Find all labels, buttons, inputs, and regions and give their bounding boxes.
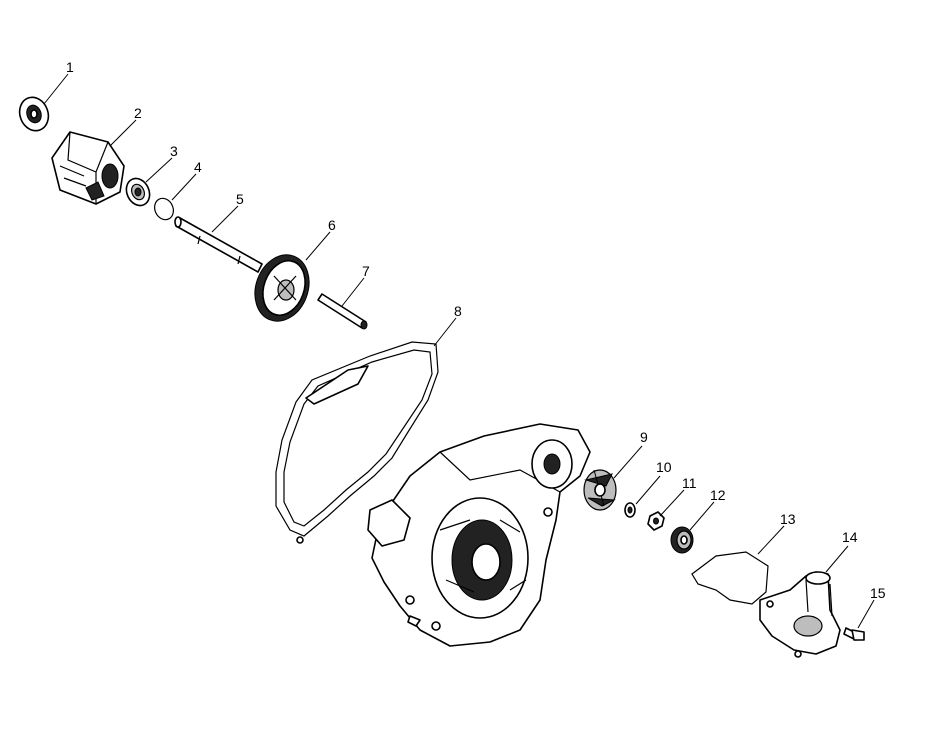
part-7-pin xyxy=(317,293,368,330)
callout-13: 13 xyxy=(780,511,796,527)
part-14-pump-cover xyxy=(759,571,841,658)
part-12-seal xyxy=(670,526,694,554)
callout-7: 7 xyxy=(362,263,370,279)
callout-2: 2 xyxy=(134,105,142,121)
callout-12: 12 xyxy=(710,487,726,503)
callout-15: 15 xyxy=(870,585,886,601)
part-4-snap-ring xyxy=(154,197,174,221)
callout-10: 10 xyxy=(656,459,672,475)
callout-8: 8 xyxy=(454,303,462,319)
part-13-o-ring xyxy=(691,551,769,605)
leader-lines xyxy=(43,73,875,629)
engine-cover xyxy=(367,423,591,647)
callout-6: 6 xyxy=(328,217,336,233)
callout-labels: 1 2 3 4 5 6 7 8 9 10 11 12 13 14 15 xyxy=(66,59,886,601)
callout-14: 14 xyxy=(842,529,858,545)
part-1-nut xyxy=(18,96,50,132)
part-15-bolt xyxy=(843,627,865,641)
part-2-housing xyxy=(51,131,125,205)
callout-4: 4 xyxy=(194,159,202,175)
callout-5: 5 xyxy=(236,191,244,207)
part-9-impeller xyxy=(583,469,617,511)
part-3-bearing xyxy=(125,177,151,207)
part-6-gear xyxy=(254,254,310,322)
part-8-gasket xyxy=(275,341,439,544)
callout-11: 11 xyxy=(682,475,697,491)
part-5-shaft xyxy=(174,216,263,273)
callout-3: 3 xyxy=(170,143,178,159)
callout-1: 1 xyxy=(66,59,74,75)
part-11-nut xyxy=(647,511,665,531)
callout-9: 9 xyxy=(640,429,648,445)
part-10-washer xyxy=(624,502,636,518)
